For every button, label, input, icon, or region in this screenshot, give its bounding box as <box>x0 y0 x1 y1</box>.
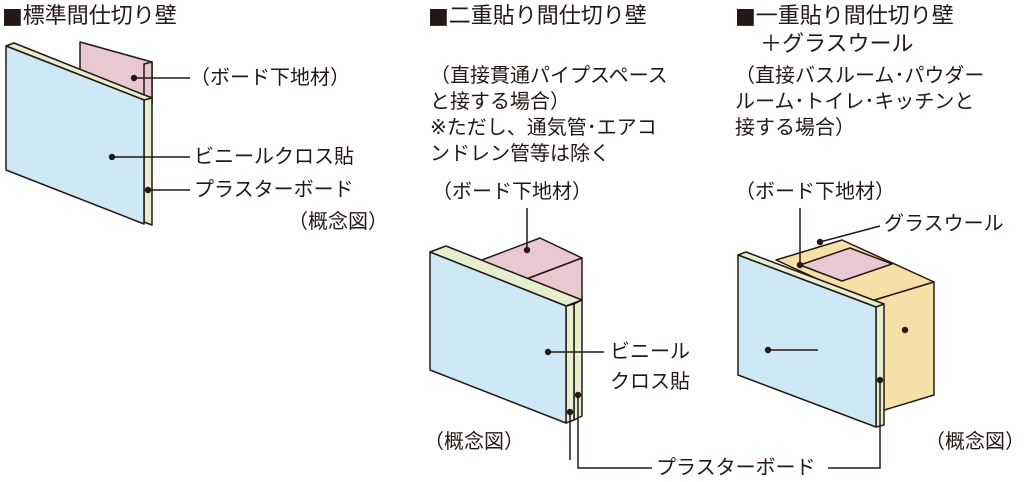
diagram-2-note-line1: （直接貫通パイプスペース <box>430 63 668 87</box>
leader-lines-diagram-2 <box>526 208 652 469</box>
glasswool-wall-illustration <box>737 239 935 428</box>
diagram-1-plaster-label: プラスターボード <box>194 177 354 201</box>
leader-lines-diagram-1 <box>112 77 190 191</box>
diagram-1-vinyl-label: ビニールクロス貼 <box>194 144 354 168</box>
plasterboard-inner-edge <box>565 303 575 424</box>
leader-lines-diagram-3 <box>768 208 881 469</box>
diagram-2-concept-label: （概念図） <box>424 429 524 453</box>
diagram-3-glasswool-label: グラスウール <box>884 211 1004 235</box>
plasterboard-edge <box>143 94 153 226</box>
vinyl-cloth-face <box>429 251 567 424</box>
diagram-2-vinyl-label-line2: クロス貼 <box>610 369 690 393</box>
diagram-1-title: ■標準間仕切り壁 <box>2 4 177 29</box>
diagram-3-concept-label: （概念図） <box>925 429 1025 453</box>
diagram-3-note-line3: 接する場合） <box>735 115 855 139</box>
backing-stud-top <box>799 247 893 282</box>
diagram-3-title-line2: ＋グラスウール <box>760 32 914 57</box>
vinyl-cloth-face <box>737 254 877 428</box>
diagram-2-title: ■二重貼り間仕切り壁 <box>428 4 647 29</box>
diagram-2-note-line3: ※ただし、通気管･エアコ <box>430 115 657 139</box>
diagram-3-note-line2: ルーム･トイレ･キッチンと <box>735 89 975 113</box>
diagram-3-backing-label: （ボード下地材） <box>735 179 895 203</box>
diagram-3-note-line1: （直接バスルーム･パウダー <box>735 63 985 87</box>
standard-wall-illustration <box>5 41 153 226</box>
diagram-2-note-line2: と接する場合） <box>430 89 570 113</box>
diagram-2-vinyl-label-line1: ビニール <box>610 339 690 363</box>
diagram-1-backing-label: （ボード下地材） <box>190 65 350 89</box>
double-wall-illustration <box>429 237 583 424</box>
diagram-3-title-line1: ■一重貼り間仕切り壁 <box>735 4 954 29</box>
vinyl-cloth-face <box>5 45 145 225</box>
shared-plaster-label: プラスターボード <box>656 455 816 479</box>
diagram-2-backing-label: （ボード下地材） <box>432 179 592 203</box>
leader-dots <box>108 74 909 416</box>
diagram-1-concept-label: （概念図） <box>288 209 388 233</box>
diagram-2-note-line4: ンドレン管等は除く <box>430 141 610 165</box>
